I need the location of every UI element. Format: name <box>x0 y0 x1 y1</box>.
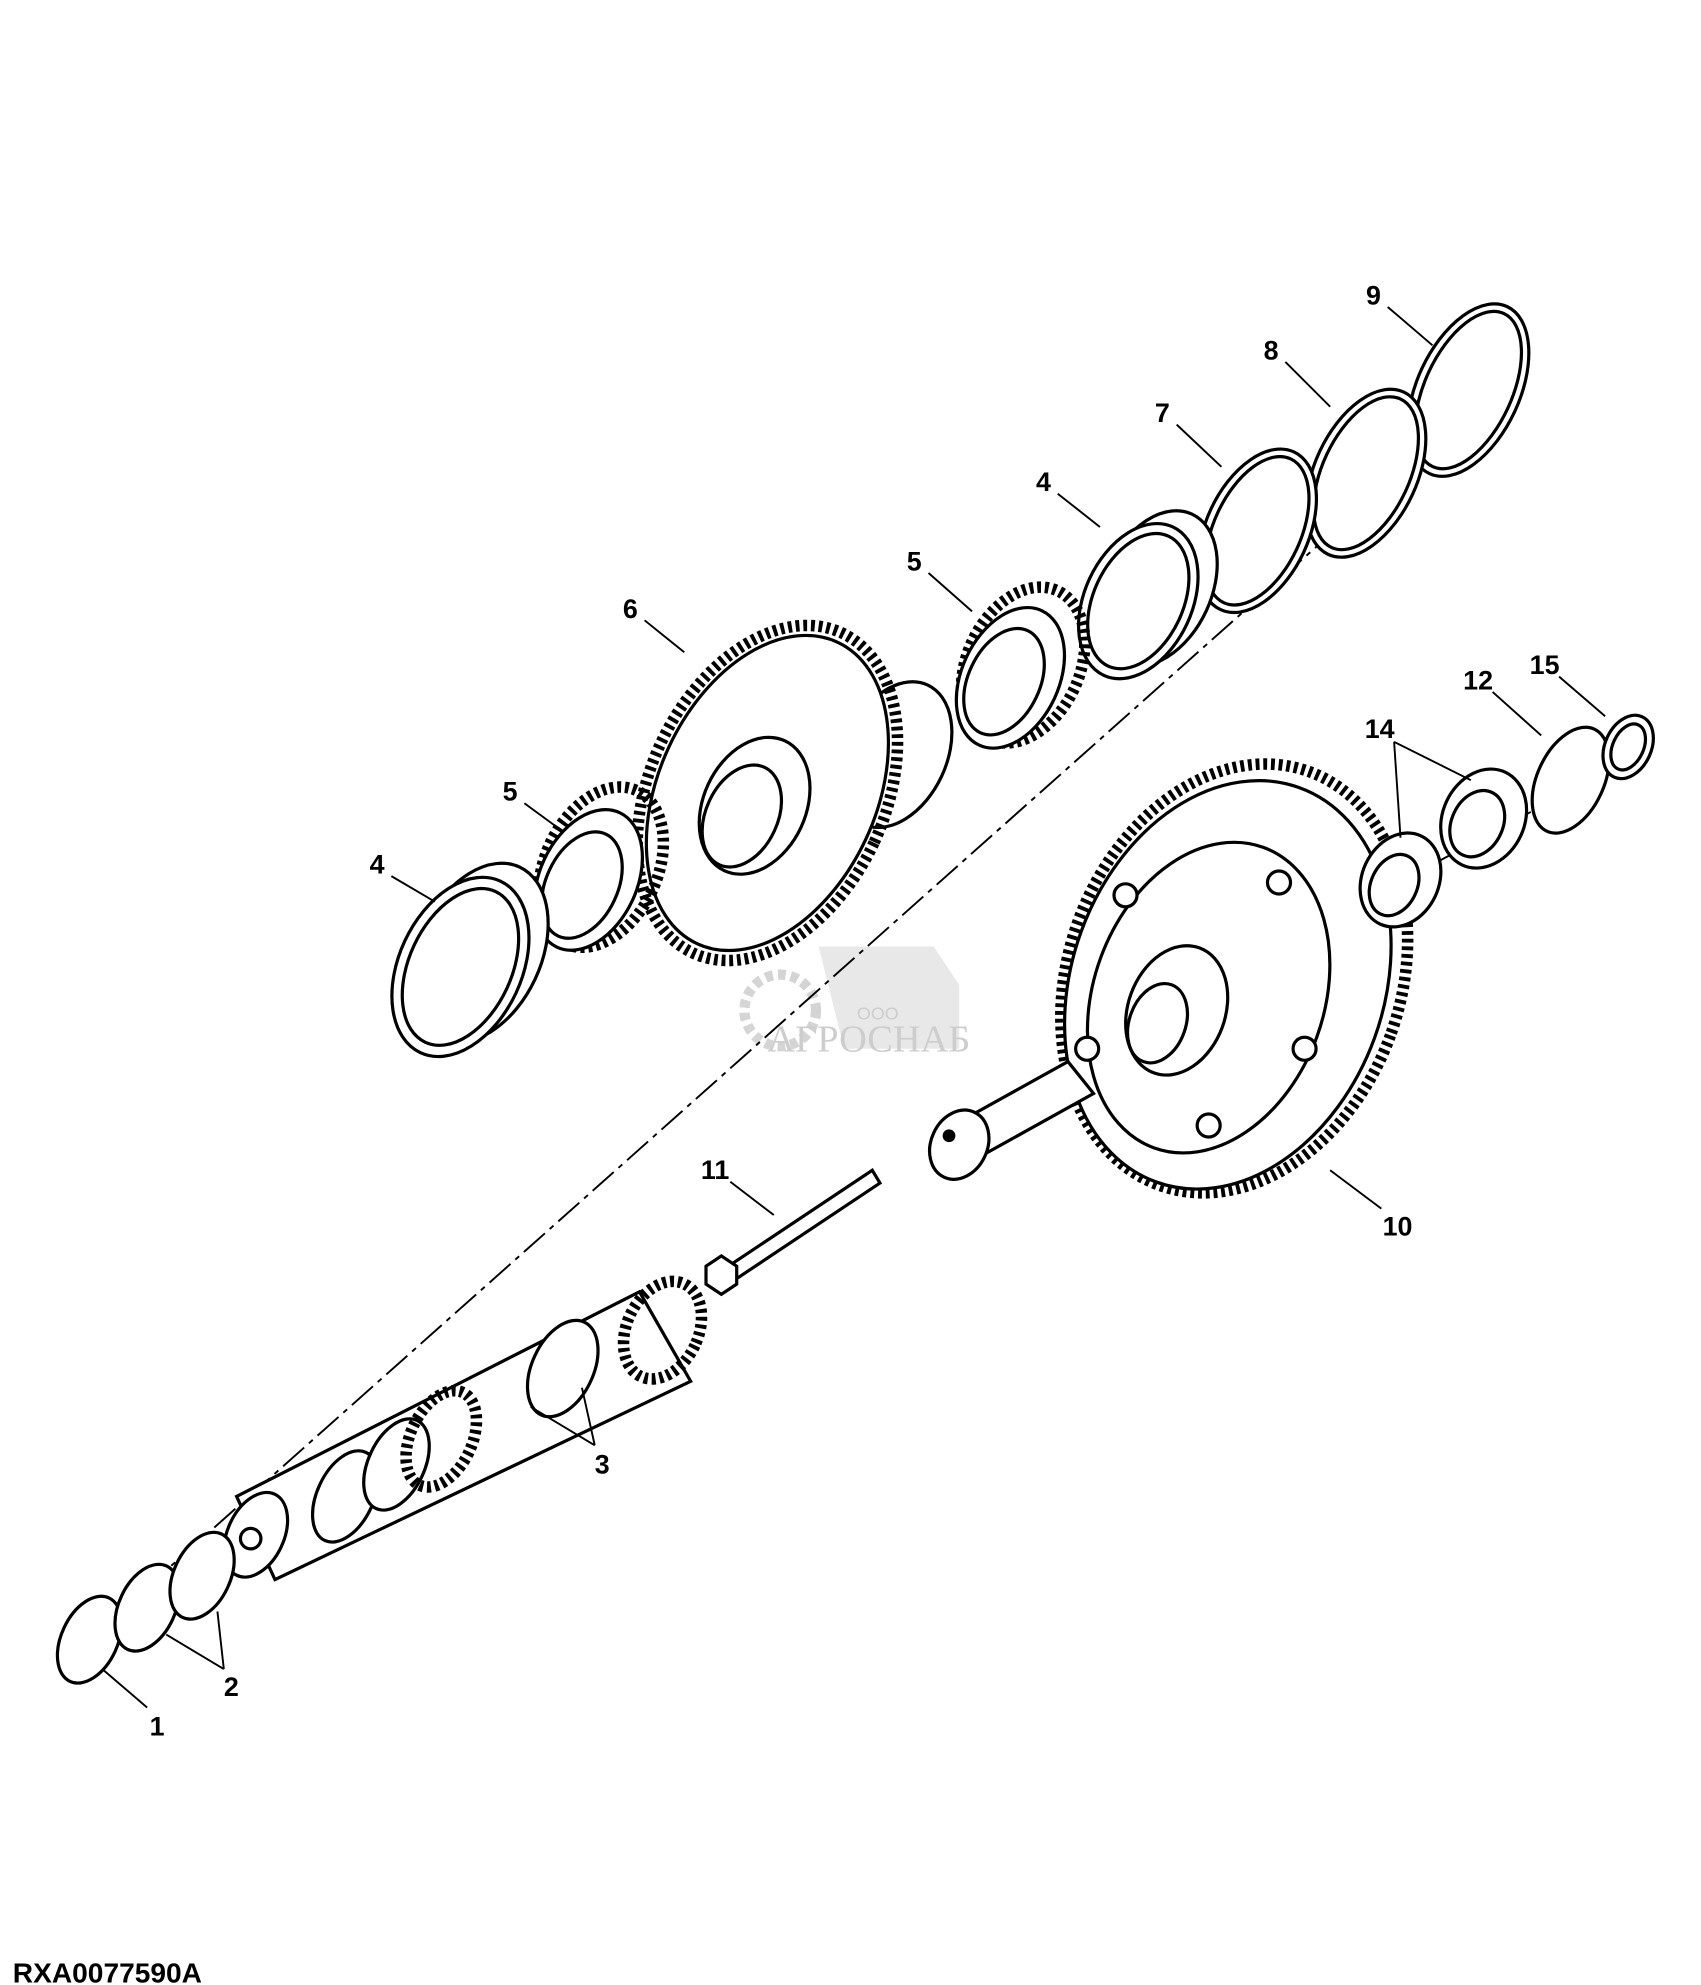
bolt-11 <box>704 1168 883 1297</box>
callout-1: 1 <box>150 1712 165 1742</box>
svg-text:ООО: ООО <box>857 1003 899 1023</box>
callout-8: 8 <box>1264 335 1279 365</box>
bearing-cone-5-lower <box>532 781 670 954</box>
callout-12: 12 <box>1463 665 1493 695</box>
main-shaft <box>222 1275 708 1582</box>
bearing-cup-4-lower <box>390 861 550 1059</box>
svg-text:АГРОСНАБ: АГРОСНАБ <box>767 1018 970 1060</box>
snap-ring-9 <box>1406 302 1531 478</box>
bearing-14 <box>1358 767 1529 929</box>
callout-9: 9 <box>1366 280 1381 310</box>
callout-11: 11 <box>701 1155 729 1185</box>
callout-6: 6 <box>623 594 638 624</box>
callout-7: 7 <box>1155 398 1170 428</box>
callout-4-upper: 4 <box>1036 467 1051 497</box>
ring-7 <box>1196 447 1319 615</box>
bearing-cup-4-upper <box>1076 509 1219 681</box>
gear-6 <box>631 619 954 967</box>
leader-lines <box>101 306 1606 1709</box>
stub-shaft <box>927 1059 1096 1181</box>
rings-2 <box>113 1530 236 1653</box>
callout-15: 15 <box>1530 650 1560 680</box>
bearing-cone-5-upper <box>954 581 1091 750</box>
ring-8 <box>1304 387 1428 559</box>
watermark-logo: ООО АГРОСНАБ <box>739 946 970 1060</box>
snap-ring-1 <box>55 1594 124 1685</box>
callout-5-lower: 5 <box>503 777 518 807</box>
gear-10 <box>1055 758 1414 1199</box>
callout-5-upper: 5 <box>907 546 922 576</box>
callout-4-lower: 4 <box>370 850 385 880</box>
snap-ring-12 <box>1530 725 1611 835</box>
callout-2: 2 <box>224 1672 239 1702</box>
callout-10: 10 <box>1383 1212 1413 1242</box>
figure-code: RXA0077590A <box>13 1957 202 1985</box>
callout-14: 14 <box>1365 714 1395 744</box>
callout-3: 3 <box>595 1449 610 1479</box>
snap-ring-15 <box>1601 713 1655 781</box>
